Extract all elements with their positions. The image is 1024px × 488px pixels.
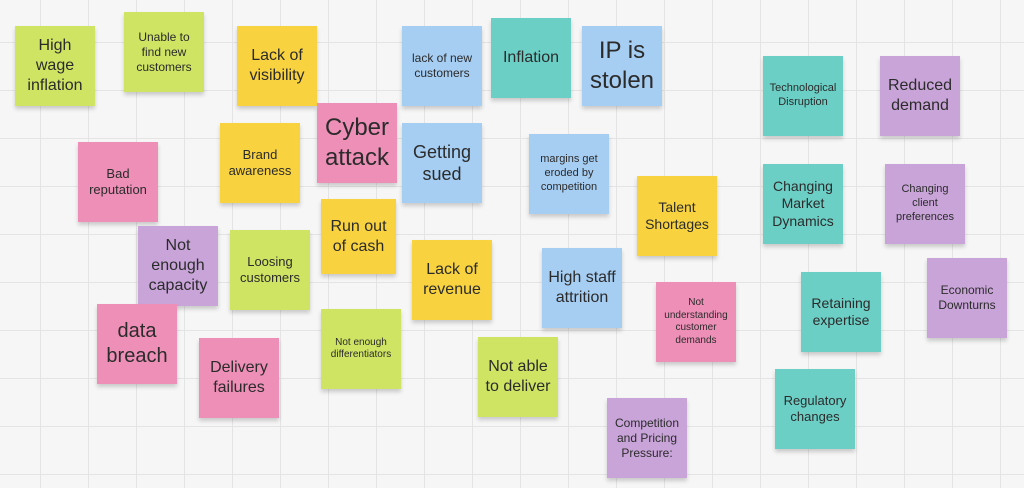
sticky-note-inflation[interactable]: Inflation — [491, 18, 571, 98]
sticky-note-changing-market-dynamics[interactable]: Changing Market Dynamics — [763, 164, 843, 244]
sticky-note-getting-sued[interactable]: Getting sued — [402, 123, 482, 203]
sticky-note-reduced-demand[interactable]: Reduced demand — [880, 56, 960, 136]
sticky-note-lack-of-new-customers[interactable]: lack of new customers — [402, 26, 482, 106]
sticky-note-not-enough-capacity[interactable]: Not enough capacity — [138, 226, 218, 306]
sticky-note-technological-disruption[interactable]: Technological Disruption — [763, 56, 843, 136]
sticky-note-high-staff-attrition[interactable]: High staff attrition — [542, 248, 622, 328]
sticky-note-margins-get-eroded-by-competition[interactable]: margins get eroded by competition — [529, 134, 609, 214]
sticky-note-unable-to-find-new-customers[interactable]: Unable to find new customers — [124, 12, 204, 92]
sticky-note-lack-of-visibility[interactable]: Lack of visibility — [237, 26, 317, 106]
sticky-note-lack-of-revenue[interactable]: Lack of revenue — [412, 240, 492, 320]
sticky-note-cyber-attack[interactable]: Cyber attack — [317, 103, 397, 183]
sticky-note-high-wage-inflation[interactable]: High wage inflation — [15, 26, 95, 106]
sticky-note-delivery-failures[interactable]: Delivery failures — [199, 338, 279, 418]
sticky-note-bad-reputation[interactable]: Bad reputation — [78, 142, 158, 222]
sticky-note-changing-client-preferences[interactable]: Changing client preferences — [885, 164, 965, 244]
sticky-note-economic-downturns[interactable]: Economic Downturns — [927, 258, 1007, 338]
sticky-note-not-able-to-deliver[interactable]: Not able to deliver — [478, 337, 558, 417]
sticky-note-run-out-of-cash[interactable]: Run out of cash — [321, 199, 396, 274]
sticky-note-talent-shortages[interactable]: Talent Shortages — [637, 176, 717, 256]
sticky-note-not-understanding-customer-demands[interactable]: Not understanding customer demands — [656, 282, 736, 362]
sticky-note-ip-is-stolen[interactable]: IP is stolen — [582, 26, 662, 106]
sticky-note-loosing-customers[interactable]: Loosing customers — [230, 230, 310, 310]
sticky-note-retaining-expertise[interactable]: Retaining expertise — [801, 272, 881, 352]
sticky-note-competition-and-pricing-pressure[interactable]: Competition and Pricing Pressure: — [607, 398, 687, 478]
sticky-note-regulatory-changes[interactable]: Regulatory changes — [775, 369, 855, 449]
sticky-note-brand-awareness[interactable]: Brand awareness — [220, 123, 300, 203]
sticky-note-data-breach[interactable]: data breach — [97, 304, 177, 384]
sticky-note-not-enough-differentiators[interactable]: Not enough differentiators — [321, 309, 401, 389]
